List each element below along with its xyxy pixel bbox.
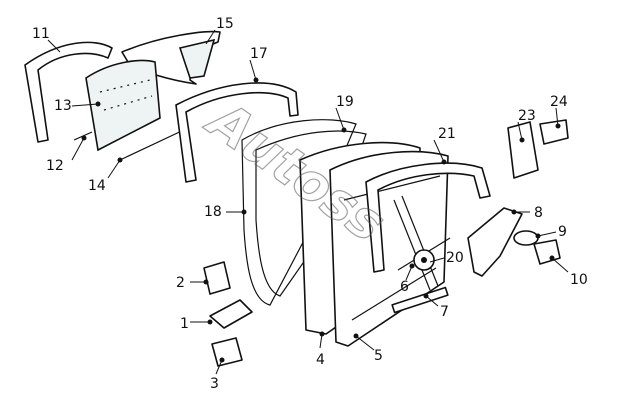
part-17-frame-seal [175,82,299,183]
part-14-guide-rail [119,127,189,161]
callout-9: 9 [558,224,567,240]
callout-24: 24 [550,94,568,110]
callout-12: 12 [46,158,64,174]
callout-dots [81,77,561,363]
part-10-lock-cylinder [533,239,561,265]
callout-10: 10 [570,272,588,288]
callout-14: 14 [88,178,106,194]
part-13-door-glass [85,59,161,152]
part-15-glass [178,38,216,79]
callout-19: 19 [336,94,354,110]
callout-4: 4 [316,352,325,368]
part-2-hinge [203,261,231,295]
callout-2: 2 [176,275,185,291]
callout-5: 5 [374,348,383,364]
callout-20: 20 [446,250,464,266]
callout-13: 13 [54,98,72,114]
callout-7: 7 [440,304,449,320]
callout-8: 8 [534,205,543,221]
callout-21: 21 [438,126,456,142]
callout-6: 6 [400,279,409,295]
part-9-handle-cap [513,230,539,246]
part-6-20-window-regulator [393,195,451,291]
part-3-lower-hinge [211,337,243,367]
callout-17: 17 [250,46,268,62]
callout-18: 18 [204,204,222,220]
part-21-window-channel [365,162,491,273]
part-23-latch [507,121,539,179]
callout-1: 1 [180,316,189,332]
part-7-bracket [391,286,449,314]
callout-3: 3 [210,376,219,392]
leader-lines [47,29,569,375]
part-1-check-strap [209,299,253,329]
callout-15: 15 [216,16,234,32]
part-11-window-seal [24,41,113,143]
part-24-striker [539,119,569,145]
part-8-handle-bracket [467,207,523,277]
callout-23: 23 [518,108,536,124]
callout-11: 11 [32,26,50,42]
